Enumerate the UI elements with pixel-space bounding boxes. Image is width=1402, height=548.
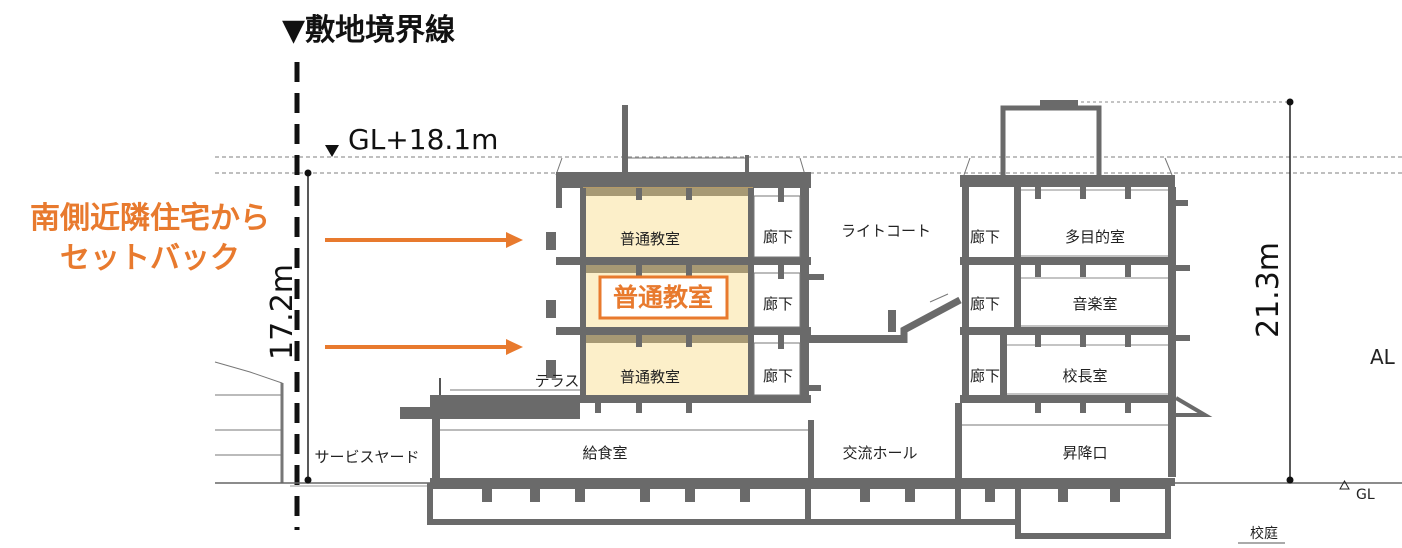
right-building xyxy=(955,100,1213,539)
al-label: AL xyxy=(1370,345,1396,369)
classroom-bottom-label: 普通教室 xyxy=(620,368,680,386)
setback-label-line1: 南側近隣住宅から xyxy=(30,201,270,236)
corridor-4-label: 廊下 xyxy=(970,228,1000,246)
corridor-5-label: 廊下 xyxy=(970,295,1000,313)
gl-label: GL xyxy=(1356,487,1375,503)
height-limit-lines xyxy=(215,156,1402,174)
music-label: 音楽室 xyxy=(1072,295,1117,313)
setback-arrow-lower xyxy=(325,339,523,355)
highlight-classroom-box xyxy=(598,275,729,320)
corridor-2-label: 廊下 xyxy=(763,295,793,313)
setback-arrow-upper xyxy=(325,232,523,248)
setback-label-line2: セットバック xyxy=(60,241,240,276)
corridor-6-label: 廊下 xyxy=(970,367,1000,385)
terrace-label: テラス xyxy=(535,372,580,390)
principal-label: 校長室 xyxy=(1062,367,1107,385)
connector-block xyxy=(805,293,962,525)
kitchen-label: 給食室 xyxy=(582,444,627,462)
gl-marker-icon xyxy=(1339,479,1350,490)
entrance-label: 昇降口 xyxy=(1062,444,1107,462)
height-right-label: 21.3m xyxy=(1251,242,1286,338)
classroom-top-label: 普通教室 xyxy=(620,230,680,248)
height-limit-marker-icon xyxy=(325,145,339,157)
site-boundary-label: ▼敷地境界線 xyxy=(282,13,455,48)
corridor-1-label: 廊下 xyxy=(763,228,793,246)
height-left-label: 17.2m xyxy=(265,264,300,360)
multipurpose-label: 多目的室 xyxy=(1065,228,1125,246)
classroom-top-box xyxy=(583,187,753,260)
height-limit-label: GL+18.1m xyxy=(348,123,498,156)
light-court-label: ライトコート xyxy=(841,222,931,240)
service-yard-label: サービスヤード xyxy=(314,448,419,466)
corridor-3-label: 廊下 xyxy=(763,367,793,385)
dimension-right xyxy=(1075,98,1294,484)
dimension-left xyxy=(304,169,312,484)
courtyard-label: 校庭 xyxy=(1250,525,1278,542)
highlight-room-label: 普通教室 xyxy=(613,283,713,312)
exchange-hall-label: 交流ホール xyxy=(842,444,917,462)
neighbor-house xyxy=(214,361,284,484)
